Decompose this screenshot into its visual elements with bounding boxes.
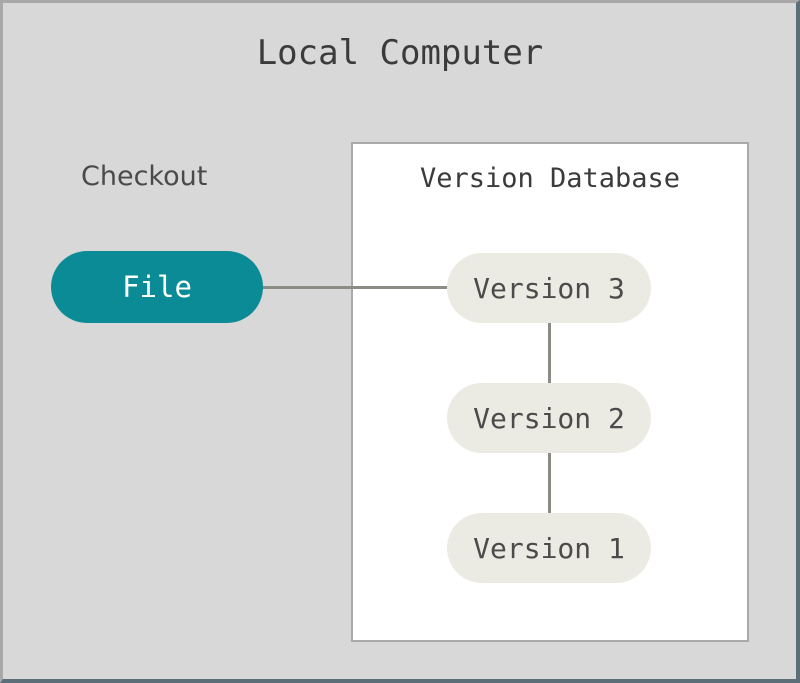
- node-file[interactable]: File: [51, 251, 263, 323]
- node-version-3-label: Version 3: [473, 271, 625, 305]
- version-database-title: Version Database: [419, 163, 681, 194]
- node-version-3[interactable]: Version 3: [447, 253, 651, 323]
- edge-file-to-version-3: [255, 286, 451, 289]
- node-version-2[interactable]: Version 2: [447, 383, 651, 453]
- node-version-2-label: Version 2: [473, 401, 625, 435]
- edge-version-2-to-version-1: [548, 451, 551, 514]
- node-file-label: File: [122, 270, 192, 304]
- node-version-1-label: Version 1: [473, 531, 625, 565]
- edge-version-3-to-version-2: [548, 321, 551, 383]
- node-version-1[interactable]: Version 1: [447, 513, 651, 583]
- page-title: Local Computer: [256, 33, 544, 73]
- checkout-label: Checkout: [81, 161, 208, 192]
